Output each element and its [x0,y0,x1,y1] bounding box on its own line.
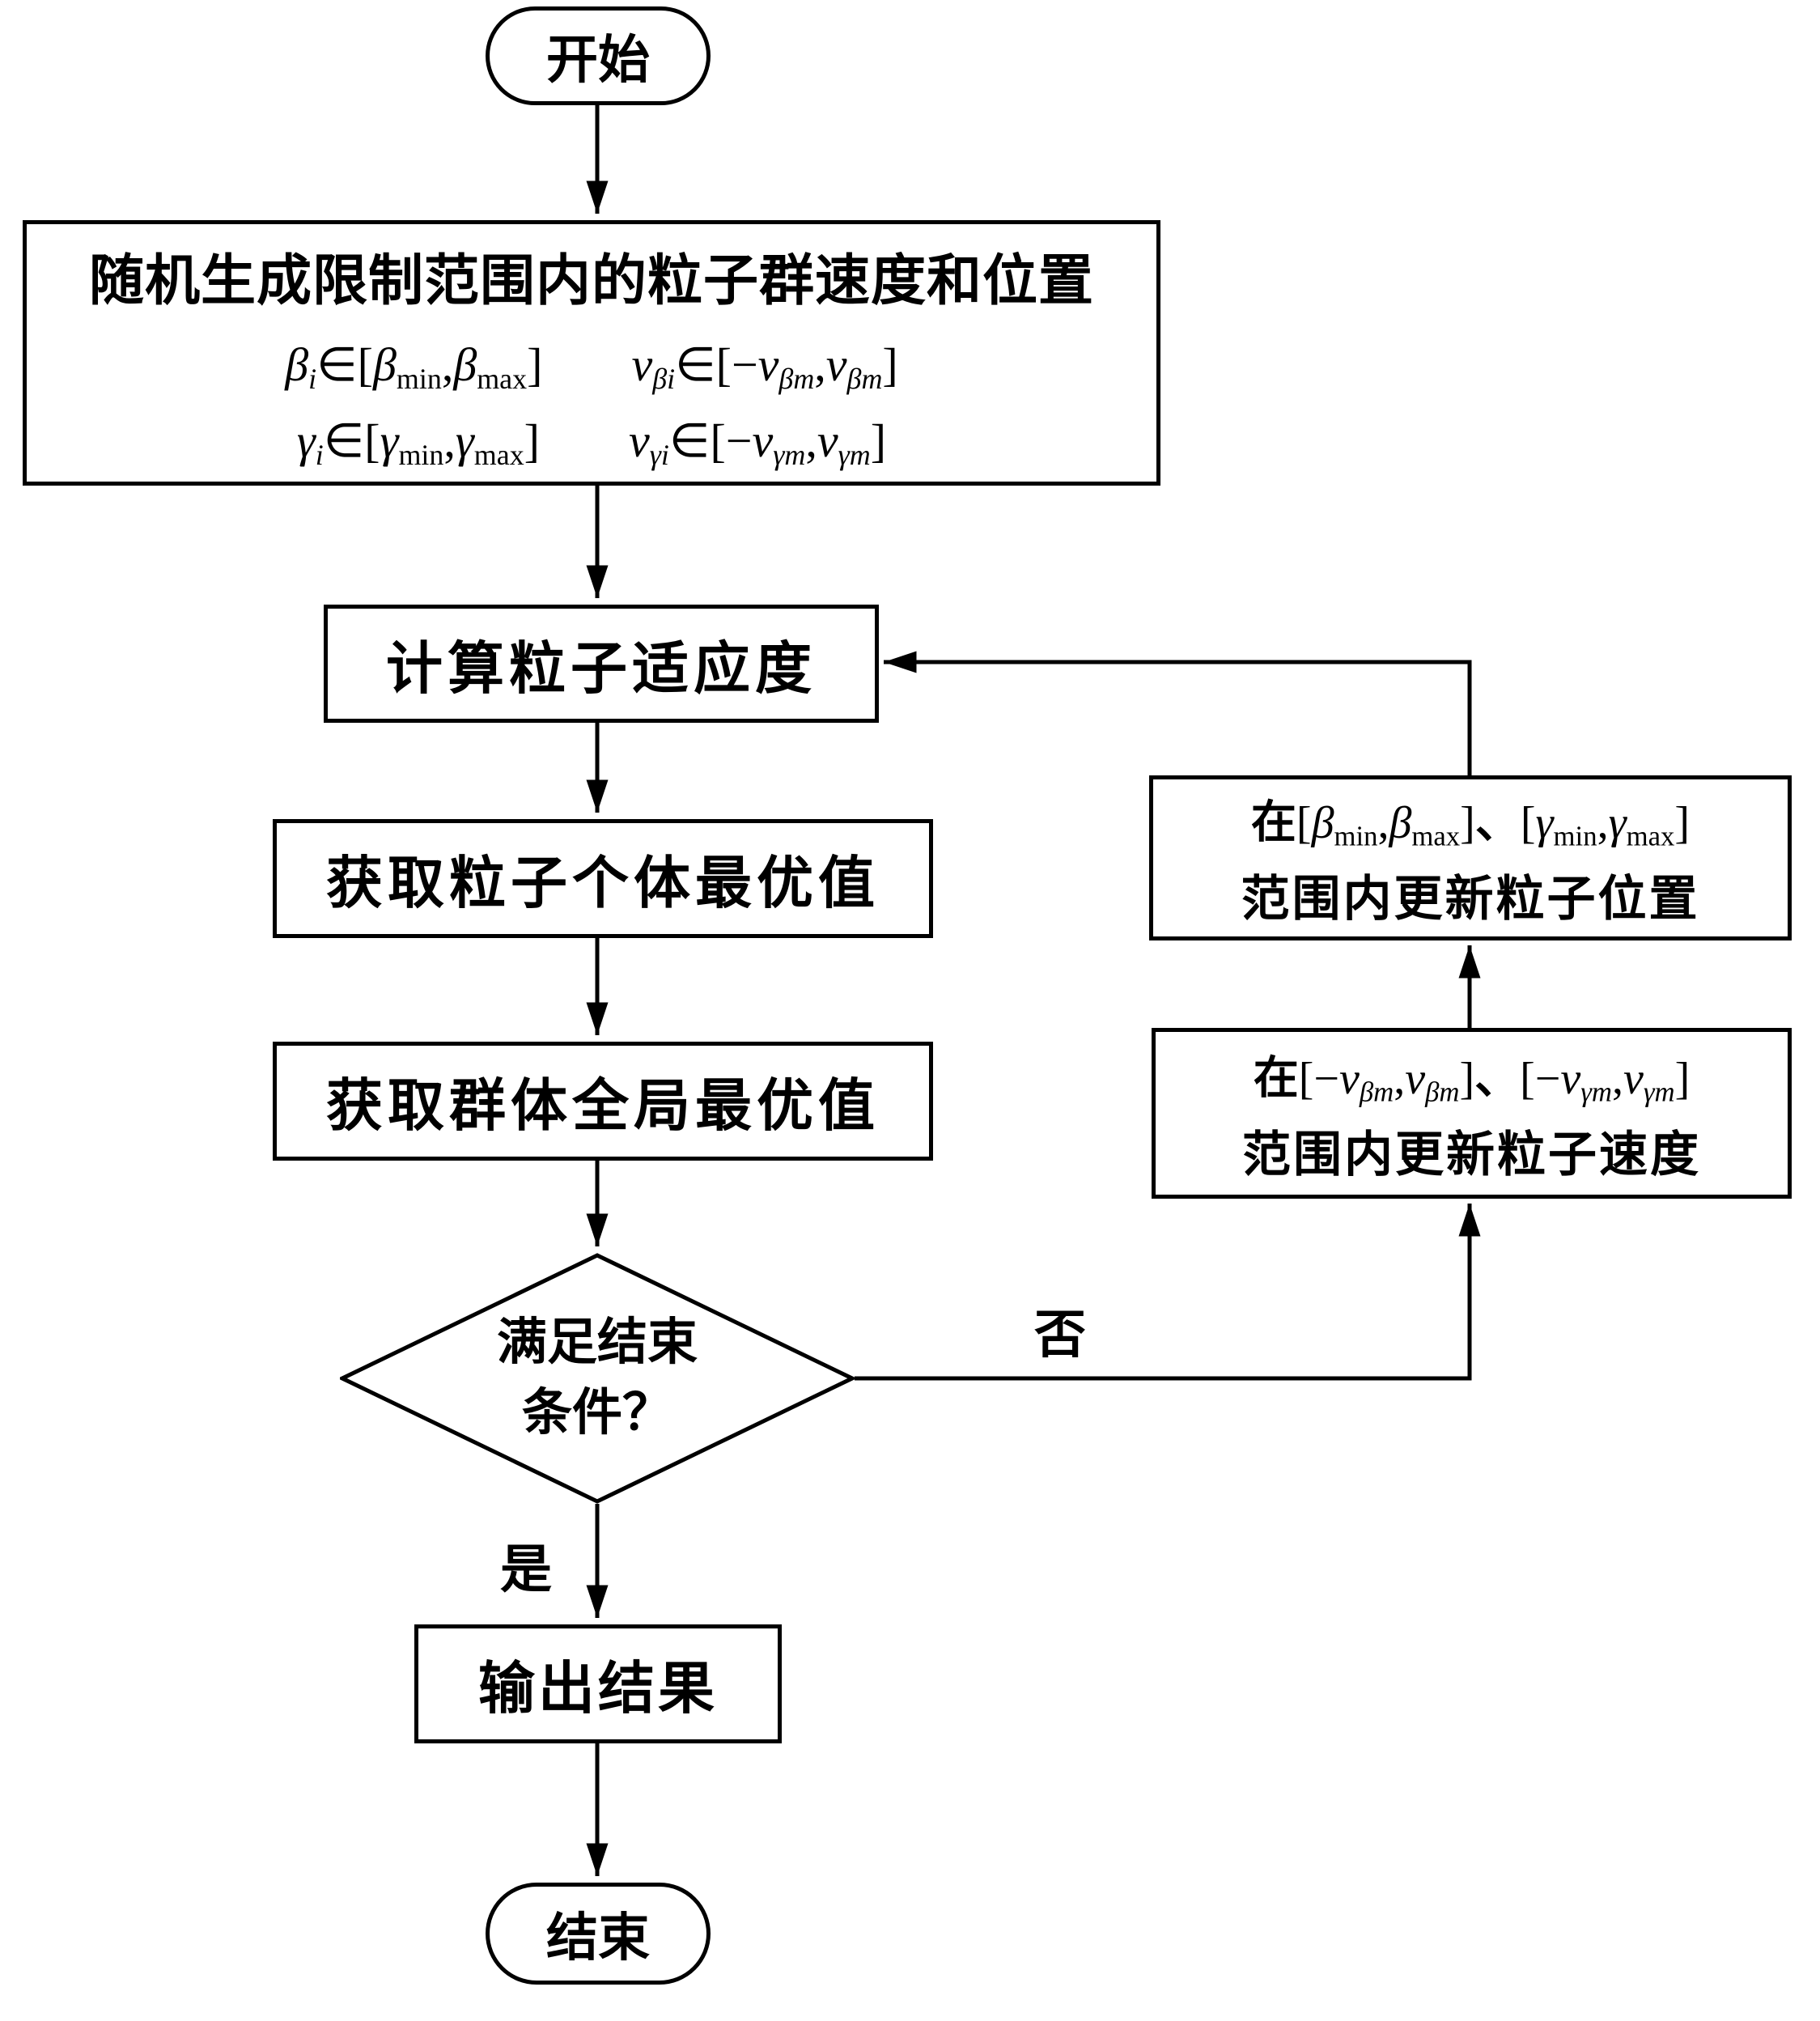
decision-diamond-shape [340,1253,855,1504]
update-position-range-formula: 在[βmin,βmax]、[γmin,γmax] [1250,796,1691,852]
start-label: 开始 [546,31,650,89]
personal-best-label: 获取粒子个体最优值 [326,851,880,915]
init-formula-row-1: βi∈[βmin,βmax] vβi∈[−vβm,vβm] [285,337,898,396]
end-node: 结束 [486,1883,711,1985]
update-position-node: 在[βmin,βmax]、[γmin,γmax] 范围内更新粒子位置 [1149,775,1792,940]
global-best-label: 获取群体全局最优值 [326,1074,880,1137]
init-title: 随机生成限制范围内的粒子群速度和位置 [88,250,1094,312]
init-node: 随机生成限制范围内的粒子群速度和位置 βi∈[βmin,βmax] vβi∈[−… [23,220,1160,486]
output-node: 输出结果 [414,1624,782,1743]
update-position-label: 范围内更新粒子位置 [1241,872,1700,926]
decision-line-2: 条件？ [521,1385,672,1441]
beta-position-range-formula: βi∈[βmin,βmax] [285,338,543,396]
output-label: 输出结果 [478,1657,718,1720]
fitness-node: 计算粒子适应度 [324,605,879,723]
decision-line-1: 满足结束 [496,1314,698,1371]
no-edge-label: 否 [1034,1306,1086,1364]
fitness-label: 计算粒子适应度 [386,636,817,700]
start-node: 开始 [486,6,711,105]
beta-velocity-range-formula: vβi∈[−vβm,vβm] [631,338,898,396]
personal-best-node: 获取粒子个体最优值 [273,819,933,938]
global-best-node: 获取群体全局最优值 [273,1042,933,1161]
decision-text: 满足结束 条件？ [340,1253,855,1504]
init-formula-row-2: γi∈[γmin,γmax] vγi∈[−vγm,vγm] [296,413,887,472]
update-velocity-range-formula: 在[−vβm,vβm]、[−vγm,vγm] [1253,1051,1691,1108]
yes-edge-label: 是 [500,1540,552,1599]
update-velocity-label: 范围内更新粒子速度 [1242,1127,1701,1182]
gamma-velocity-range-formula: vγi∈[−vγm,vγm] [629,414,887,472]
decision-node: 满足结束 条件？ [340,1253,855,1504]
arrow-decision-no-to-velocity [855,1204,1481,1381]
arrow-position-to-fitness [884,651,1472,775]
update-velocity-node: 在[−vβm,vβm]、[−vγm,vγm] 范围内更新粒子速度 [1152,1028,1792,1199]
end-label: 结束 [546,1908,650,1967]
gamma-position-range-formula: γi∈[γmin,γmax] [296,414,540,472]
